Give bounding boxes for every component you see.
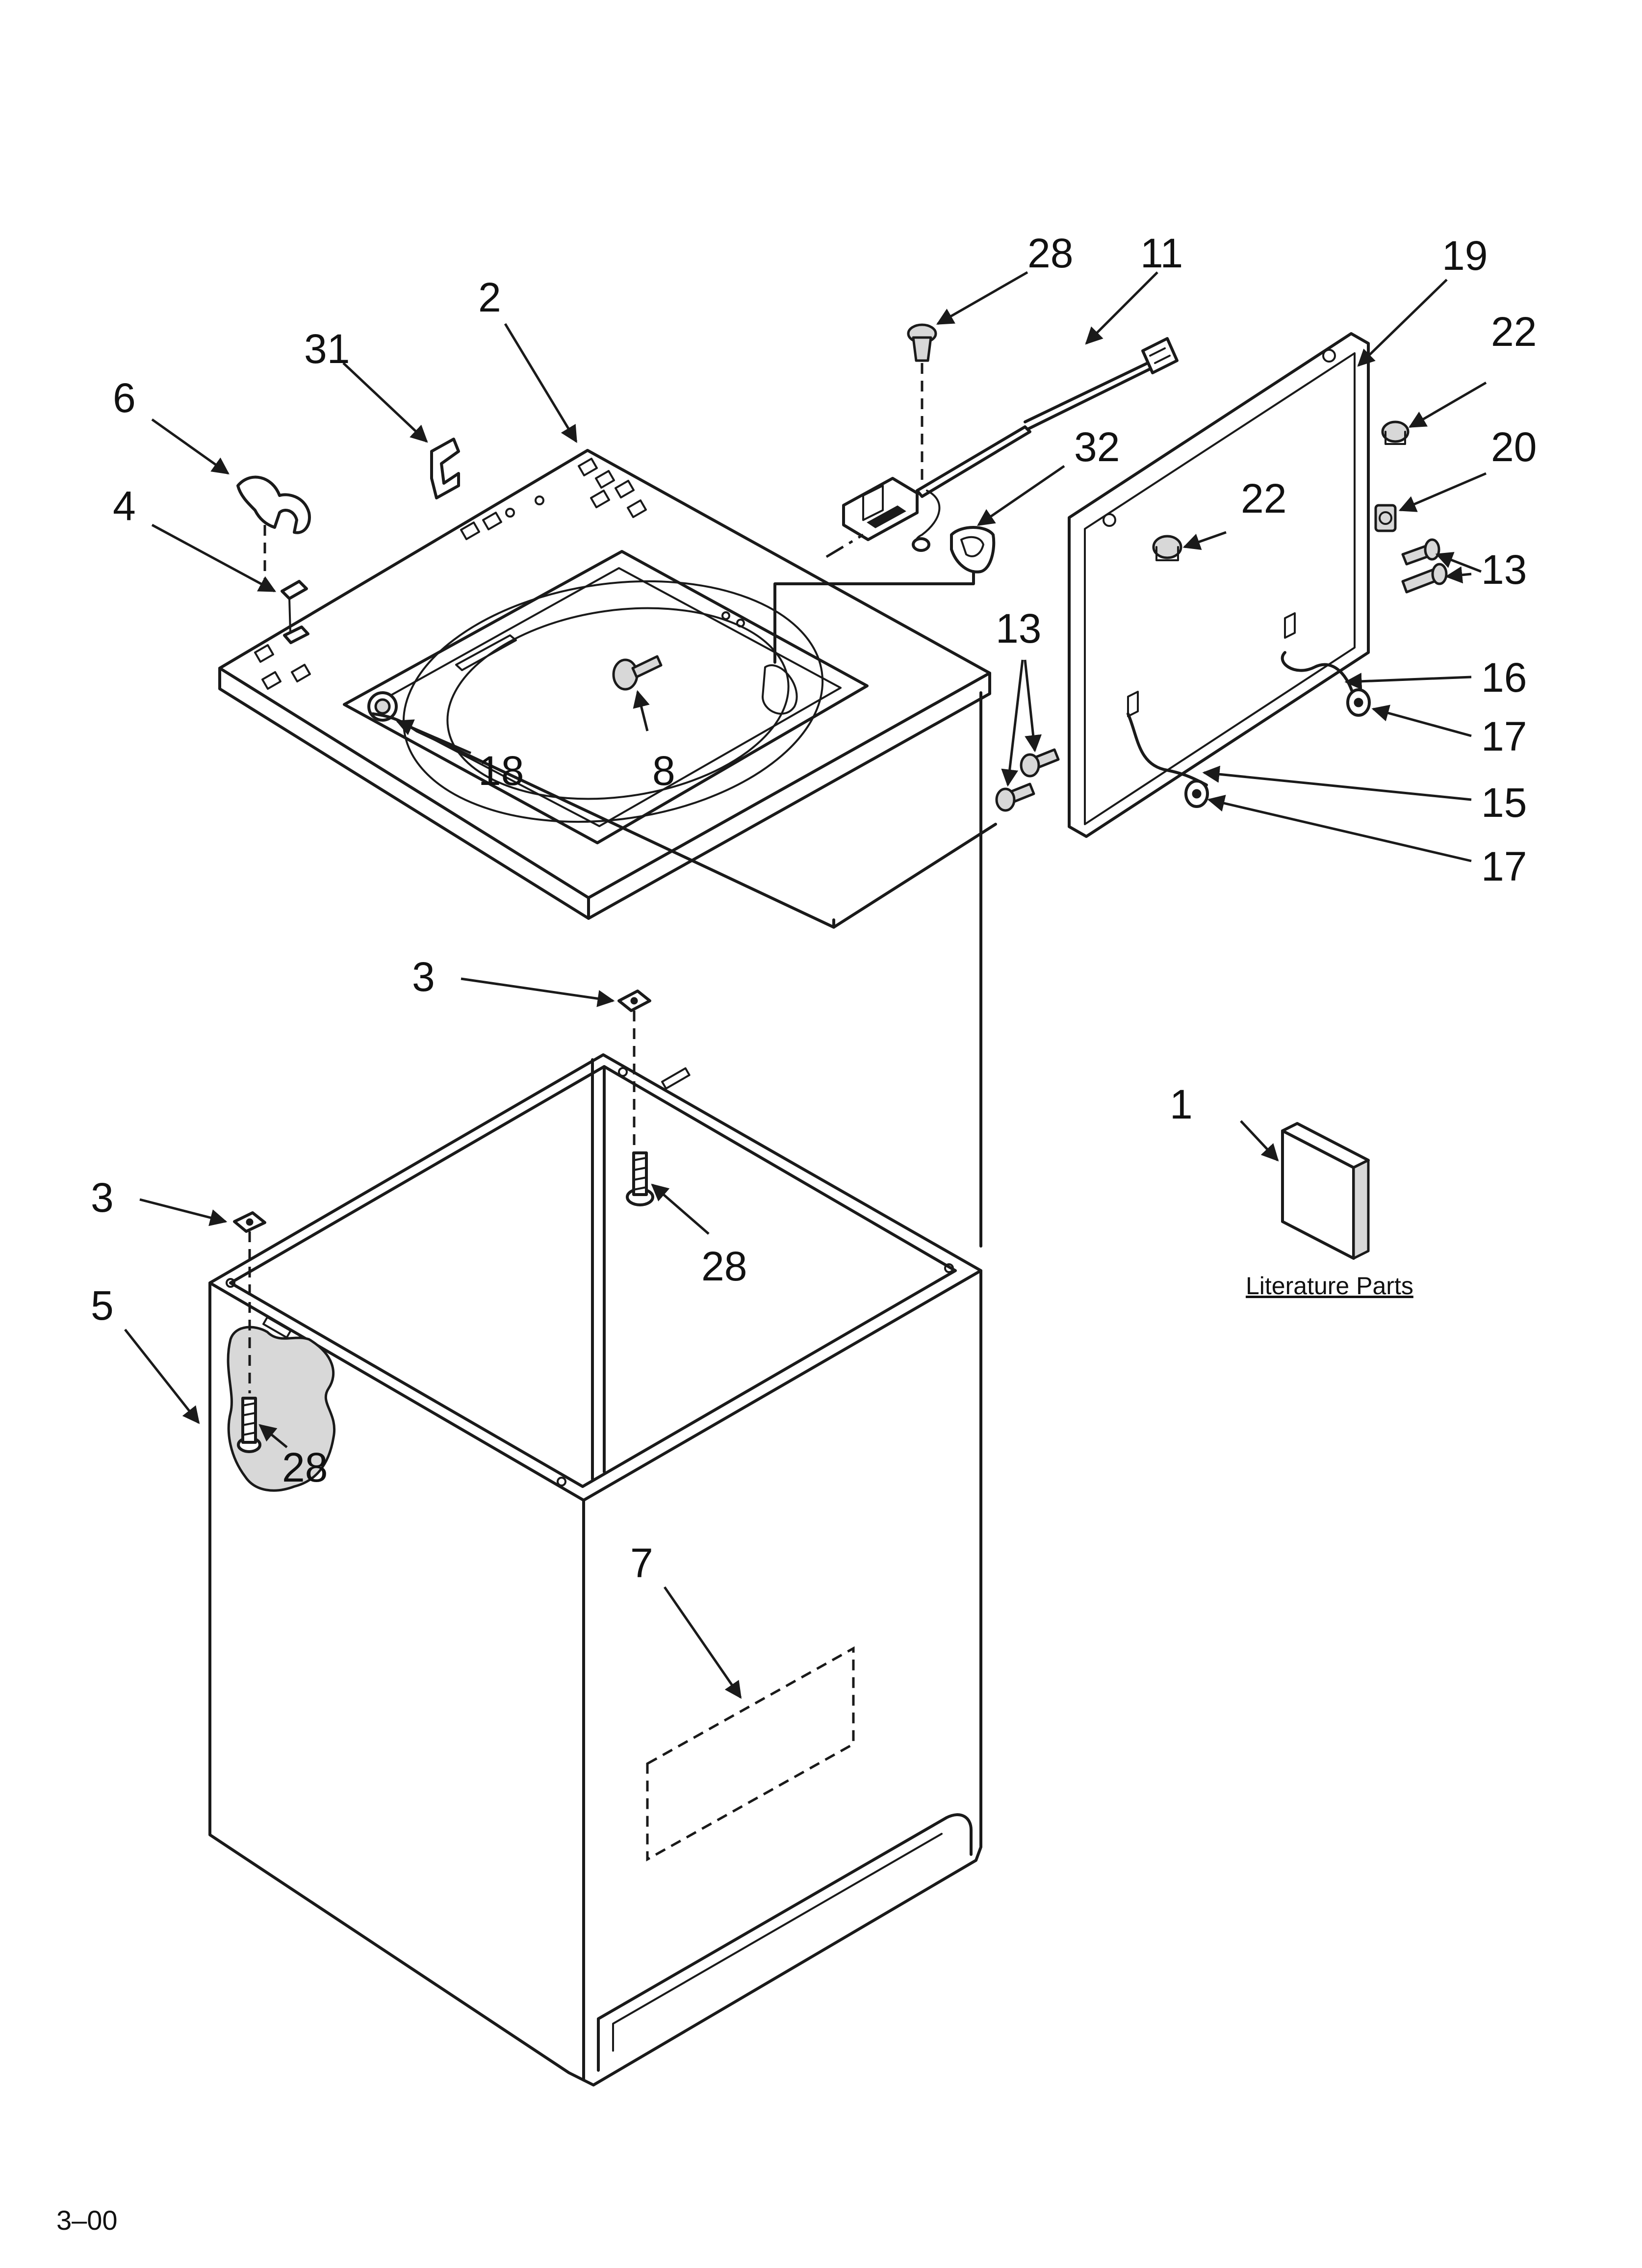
grommet-17-lower	[1184, 780, 1209, 808]
callout-20: 20	[1491, 424, 1537, 470]
callout-28-top: 28	[1027, 230, 1073, 276]
callout-17-lower: 17	[1481, 843, 1527, 889]
hose-clip-6	[236, 475, 311, 534]
callout-13-left: 13	[996, 605, 1041, 652]
console-clip-22b	[1152, 535, 1182, 561]
callout-3-left: 3	[91, 1174, 114, 1221]
callout-22-lower: 22	[1241, 475, 1286, 521]
console-bracket-20	[1374, 504, 1397, 532]
callout-5: 5	[91, 1282, 114, 1329]
callout-22-upper: 22	[1491, 309, 1537, 355]
screw-28-left	[237, 1397, 261, 1453]
screw-8	[612, 655, 663, 691]
callout-15: 15	[1481, 780, 1527, 826]
callout-32: 32	[1074, 424, 1120, 470]
callout-4: 4	[113, 483, 136, 529]
footer-code: 3–00	[56, 2205, 118, 2236]
callout-6: 6	[113, 375, 136, 421]
callout-16: 16	[1481, 654, 1527, 701]
callout-8: 8	[652, 748, 675, 794]
lid-strike-32	[950, 526, 996, 574]
callout-7: 7	[630, 1540, 653, 1586]
grommet-17-upper	[1346, 688, 1371, 717]
clip-31	[430, 438, 460, 499]
clip-3-left	[233, 1211, 266, 1233]
callout-labels: 28 11 19 2 31 6 4 32 22 22 20 13 13 16 1…	[56, 230, 1537, 2236]
console-clip-22a	[1381, 420, 1410, 445]
callout-28-left: 28	[282, 1444, 328, 1490]
callout-13-right: 13	[1481, 547, 1527, 593]
console-frame	[1068, 332, 1370, 838]
clip-4	[281, 580, 309, 644]
console-wire-clips	[1127, 612, 1296, 717]
label-area-7	[646, 1646, 855, 1862]
cabinet-top	[218, 449, 991, 920]
leader-arrows	[124, 271, 1487, 1699]
callout-17-upper: 17	[1481, 713, 1527, 759]
literature-parts-label: Literature Parts	[1246, 1272, 1413, 1300]
literature-book	[1281, 1122, 1370, 1260]
callout-11: 11	[1140, 230, 1183, 276]
screw-13-left	[995, 748, 1060, 812]
callout-31: 31	[304, 326, 350, 372]
callout-1: 1	[1170, 1081, 1193, 1127]
callout-19: 19	[1442, 233, 1488, 279]
callout-28-center: 28	[701, 1243, 747, 1289]
callout-18: 18	[478, 748, 524, 794]
screw-28-top	[907, 323, 937, 362]
cabinet-body	[208, 691, 982, 2086]
screw-13-right	[1401, 538, 1448, 594]
lid-switch-assembly	[842, 337, 1179, 552]
clip-3-rear	[617, 990, 651, 1012]
callout-2: 2	[478, 274, 501, 320]
callout-3-rear: 3	[412, 954, 435, 1000]
